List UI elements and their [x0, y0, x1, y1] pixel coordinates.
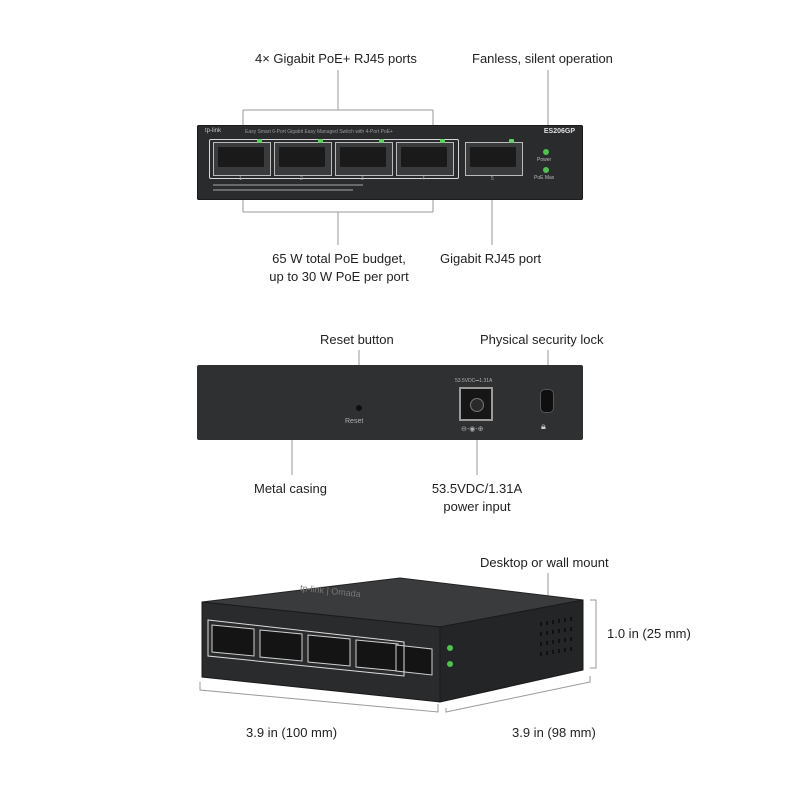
- port-led-icon: [440, 139, 445, 143]
- brand-logo: tp-link: [205, 128, 222, 134]
- label-power-input-line2: power input: [443, 499, 511, 514]
- port-led-icon: [379, 139, 384, 143]
- port-number: 4: [422, 176, 425, 182]
- reset-hole: [356, 405, 362, 411]
- port-led-icon: [257, 139, 262, 143]
- port-number: 1: [239, 176, 242, 182]
- power-led-icon: [543, 149, 549, 155]
- polarity-icon: ⊖-◉-⊕: [461, 426, 484, 433]
- rj45-port-3: [335, 142, 393, 176]
- label-depth: 3.9 in (98 mm): [512, 725, 596, 740]
- port-led-icon: [318, 139, 323, 143]
- label-poe-ports: 4× Gigabit PoE+ RJ45 ports: [255, 51, 417, 66]
- front-panel: tp-link Easy Smart 6-Port Gigabit Easy M…: [197, 125, 583, 200]
- poe-max-led-icon: [543, 167, 549, 173]
- label-poe-budget-line2: up to 30 W PoE per port: [269, 269, 409, 284]
- model-label: ES206GP: [543, 128, 575, 135]
- label-gigabit-port: Gigabit RJ45 port: [440, 251, 542, 266]
- label-metal-casing: Metal casing: [254, 481, 327, 496]
- security-slot: [540, 389, 554, 413]
- led-power-label: Power: [537, 157, 552, 163]
- port-number: 2: [300, 176, 303, 182]
- led-poe-max-label: PoE Max: [534, 175, 555, 181]
- label-fanless: Fanless, silent operation: [472, 51, 613, 66]
- rj45-port-1: [213, 142, 271, 176]
- label-power-input-line1: 53.5VDC/1.31A: [431, 481, 523, 496]
- label-poe-budget-line1: 65 W total PoE budget,: [272, 251, 406, 266]
- lock-icon: 🔒︎: [541, 421, 546, 431]
- dc-jack: [459, 387, 493, 421]
- label-mount: Desktop or wall mount: [480, 555, 609, 570]
- top-brand: tp-link | Omada: [299, 582, 362, 600]
- panel-title: Easy Smart 6-Port Gigabit Easy Managed S…: [245, 129, 393, 135]
- fine-print: [213, 189, 353, 191]
- port-number: 3: [361, 176, 364, 182]
- port-number: 5: [491, 176, 494, 182]
- port-led-icon: [509, 139, 514, 143]
- poe-port-group: [209, 139, 459, 179]
- dc-rating: 53.5VDC⎓1.31A: [455, 378, 493, 384]
- rear-panel: Reset 53.5VDC⎓1.31A ⊖-◉-⊕ 🔒︎: [197, 365, 583, 440]
- label-security-lock: Physical security lock: [480, 332, 604, 347]
- reset-text: Reset: [345, 418, 364, 425]
- label-width: 3.9 in (100 mm): [246, 725, 338, 740]
- rj45-port-2: [274, 142, 332, 176]
- label-reset-button: Reset button: [320, 332, 394, 347]
- rj45-port-5: [465, 142, 523, 176]
- rj45-port-4: [396, 142, 454, 176]
- label-height: 1.0 in (25 mm): [607, 626, 691, 641]
- fine-print: [213, 184, 363, 186]
